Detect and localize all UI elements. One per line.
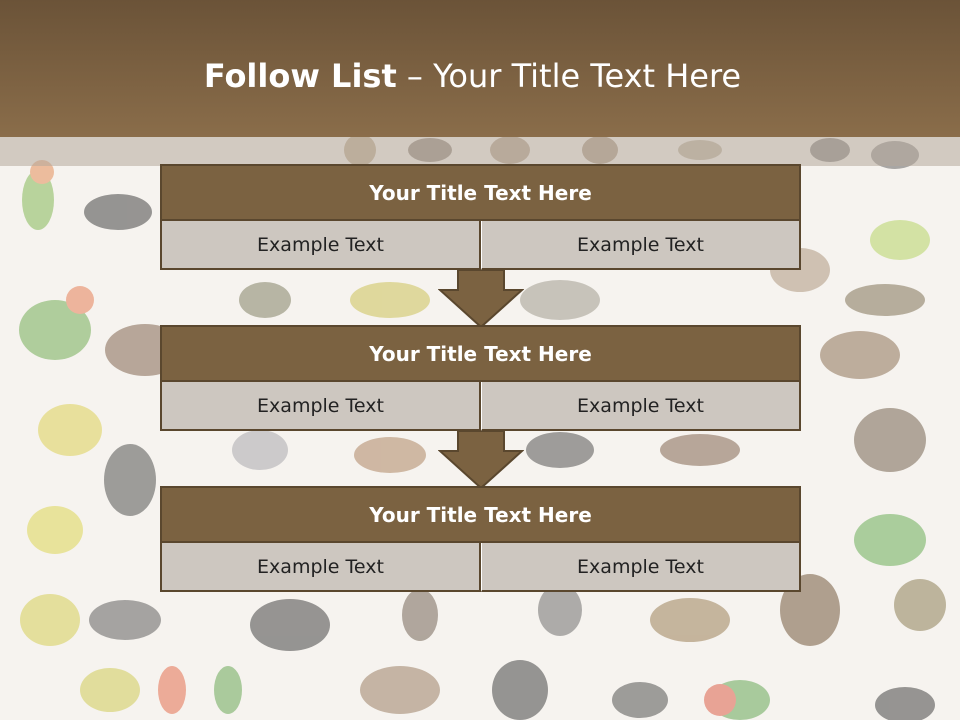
step-block-1: Your Title Text Here Example Text Exampl… (160, 164, 801, 270)
step-left-text: Example Text (160, 543, 481, 592)
slide-title-bold: Follow List (203, 57, 397, 95)
step-title: Your Title Text Here (160, 486, 801, 543)
slide-title-rest: – Your Title Text Here (406, 57, 742, 95)
step-title: Your Title Text Here (160, 325, 801, 382)
step-right-text: Example Text (481, 382, 801, 431)
step-left-text: Example Text (160, 382, 481, 431)
step-title: Your Title Text Here (160, 164, 801, 221)
step-row: Example Text Example Text (160, 543, 801, 592)
step-block-3: Your Title Text Here Example Text Exampl… (160, 486, 801, 592)
step-row: Example Text Example Text (160, 221, 801, 270)
step-right-text: Example Text (481, 221, 801, 270)
step-left-text: Example Text (160, 221, 481, 270)
down-arrow-icon (438, 270, 524, 328)
step-row: Example Text Example Text (160, 382, 801, 431)
step-right-text: Example Text (481, 543, 801, 592)
down-arrow-icon (438, 431, 524, 489)
slide-header (0, 0, 960, 137)
step-block-2: Your Title Text Here Example Text Exampl… (160, 325, 801, 431)
header-band (0, 137, 960, 166)
slide-title: Follow List – Your Title Text Here (0, 54, 945, 98)
